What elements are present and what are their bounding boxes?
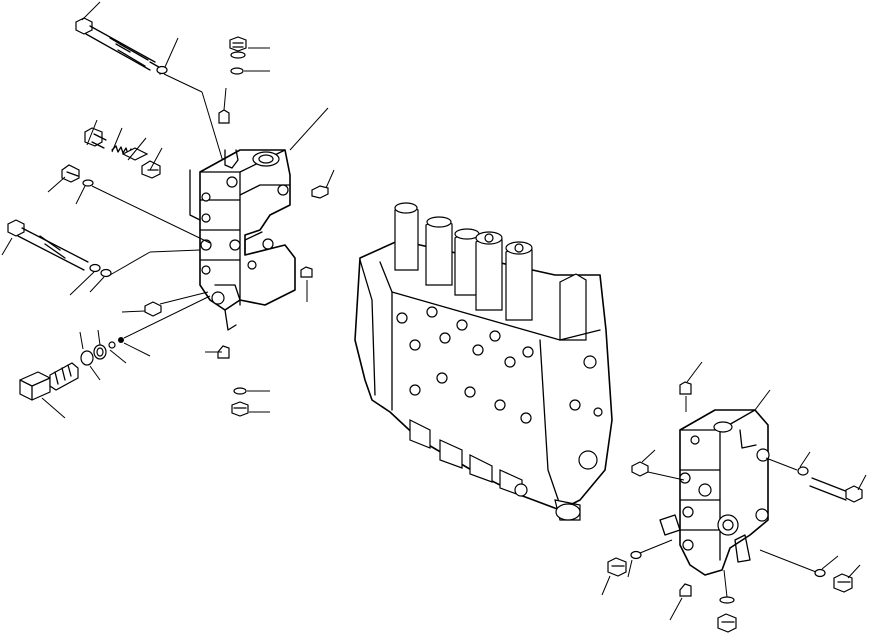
leader-line (111, 127, 123, 153)
leader-line (759, 549, 817, 573)
leader-line (47, 176, 66, 193)
plug-right-left (631, 461, 649, 477)
check-plug (141, 160, 161, 179)
o-ring-left (82, 179, 94, 187)
washer-top (156, 65, 168, 75)
leader-line (601, 575, 611, 596)
small-ball (118, 337, 124, 343)
side-plug-right (311, 169, 335, 199)
leader-line (201, 91, 225, 166)
relief-valve-cartridge (19, 362, 79, 401)
backup-ring (80, 350, 94, 366)
right-section-assembly (601, 361, 867, 633)
o-ring-bottom (233, 387, 247, 395)
o-ring-top (230, 67, 244, 75)
leader-line (123, 295, 211, 339)
leader-line (1, 237, 13, 256)
o-ring-right-right (814, 568, 826, 578)
leader-line (639, 539, 673, 554)
left-valve-body (189, 149, 296, 331)
leader-line (847, 564, 861, 579)
leader-line (799, 451, 811, 468)
leader-line (159, 291, 209, 305)
leader-line (89, 365, 101, 381)
plug-top (229, 36, 247, 59)
leader-line (289, 107, 329, 151)
leader-line (97, 329, 101, 346)
washer-right (797, 466, 809, 476)
leader-line (163, 73, 203, 93)
small-plug (218, 87, 230, 124)
plug-right-bottom-left (607, 557, 627, 577)
leader-line (109, 349, 127, 364)
leader-line (164, 37, 179, 68)
leader-line (149, 147, 163, 171)
leader-line (121, 310, 146, 313)
leader-line (89, 276, 105, 293)
o-ring-cartridge (93, 344, 107, 360)
leader-line (69, 271, 95, 296)
o-ring-right-left (630, 550, 642, 560)
valve-ports (396, 306, 603, 470)
long-bolt-top (75, 17, 165, 75)
leader-line (765, 457, 798, 471)
plug-bottom (231, 401, 249, 417)
main-control-valve (354, 202, 613, 521)
leader-line (75, 185, 86, 205)
small-cap-right-bottom (669, 583, 692, 621)
long-bolt-middle (7, 219, 89, 271)
leader-line (149, 249, 201, 253)
washer-mid (89, 263, 112, 278)
long-bolt-right (809, 477, 863, 503)
leader-line (81, 1, 101, 21)
small-o-ring (108, 341, 116, 349)
leader-line (86, 119, 98, 146)
poppet (121, 147, 149, 161)
leader-line (91, 185, 211, 244)
leader-line (41, 397, 66, 419)
plug-right-bottom-center (717, 613, 737, 633)
leader-line (127, 137, 147, 161)
right-valve-body (659, 409, 770, 576)
leader-line (109, 251, 151, 276)
o-ring-right-bottom (719, 596, 735, 604)
leader-line (857, 474, 867, 491)
leader-line (647, 471, 685, 481)
plug-right-bottom-right (833, 573, 853, 593)
small-cap-bottom (205, 345, 230, 359)
leader-line (641, 449, 656, 463)
small-plug-right-top (679, 361, 703, 395)
plug-left (61, 164, 80, 183)
small-plug-lower (300, 266, 313, 302)
leader-line (123, 342, 151, 357)
leader-line (79, 331, 84, 350)
relief-plug-top (84, 127, 107, 149)
leader-line (754, 389, 771, 411)
leader-line (627, 559, 633, 578)
plug-mid (144, 301, 162, 317)
leader-line (723, 569, 728, 598)
left-section-assembly (1, 1, 335, 419)
leader-line (821, 555, 839, 570)
